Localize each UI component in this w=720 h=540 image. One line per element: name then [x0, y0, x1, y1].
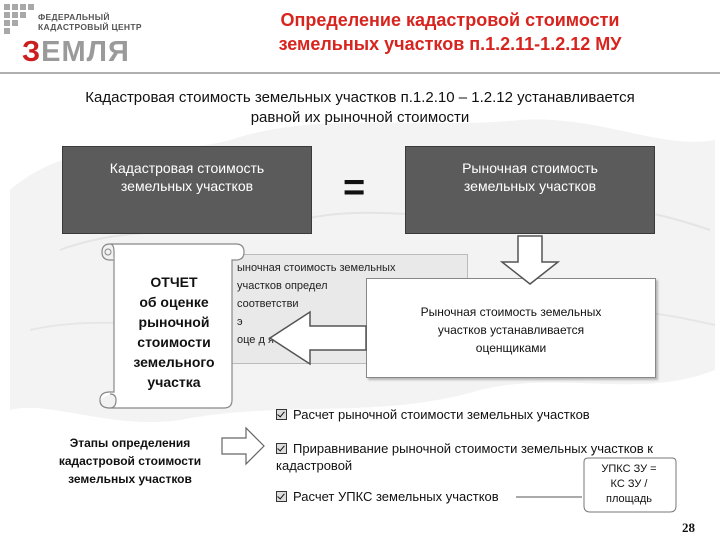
cadastral-value-box: Кадастровая стоимость земельных участков — [62, 146, 312, 234]
report-title: ОТЧЕТ об оценке рыночной стоимости земел… — [133, 274, 215, 390]
bullet-text: Расчет УПКС земельных участков — [293, 489, 499, 504]
bullet-item-3: Расчет УПКС земельных участков — [276, 488, 499, 505]
bullet-text: Приравнивание рыночной стоимости земельн… — [276, 441, 653, 473]
equals-sign: = — [343, 167, 366, 209]
checkbox-bullet-icon — [276, 491, 287, 502]
checkbox-bullet-icon — [276, 409, 287, 420]
logo-wordmark: ЗЕМЛЯ — [22, 37, 130, 67]
logo-first-letter: З — [22, 36, 42, 68]
stages-label: Этапы определения кадастровой стоимости … — [58, 436, 202, 486]
checkbox-bullet-icon — [276, 443, 287, 454]
intro-text: Кадастровая стоимость земельных участков… — [85, 89, 635, 126]
slide-title: Определение кадастровой стоимости земель… — [278, 10, 622, 54]
market-value-box: Рыночная стоимость земельных участков — [405, 146, 655, 234]
logo-rest-letters: ЕМЛЯ — [41, 36, 130, 68]
upks-formula: УПКС ЗУ = КС ЗУ / площадь — [601, 463, 657, 505]
appraiser-note-box: Рыночная стоимость земельных участков ус… — [366, 278, 656, 378]
logo-caption: ФЕДЕРАЛЬНЫЙ КАДАСТРОВЫЙ ЦЕНТР — [38, 12, 142, 32]
bullet-item-1: Расчет рыночной стоимости земельных учас… — [276, 406, 590, 423]
page-number: 28 — [682, 520, 695, 535]
bullet-text: Расчет рыночной стоимости земельных учас… — [293, 407, 590, 422]
report-scroll-shape — [99, 243, 245, 409]
formula-callout-shape — [583, 457, 677, 513]
company-logo: ФЕДЕРАЛЬНЫЙ КАДАСТРОВЫЙ ЦЕНТР ЗЕМЛЯ — [4, 4, 150, 67]
logo-grid-icon — [4, 4, 34, 34]
bullet-item-2: Приравнивание рыночной стоимости земельн… — [276, 440, 686, 474]
title-divider — [0, 72, 720, 74]
